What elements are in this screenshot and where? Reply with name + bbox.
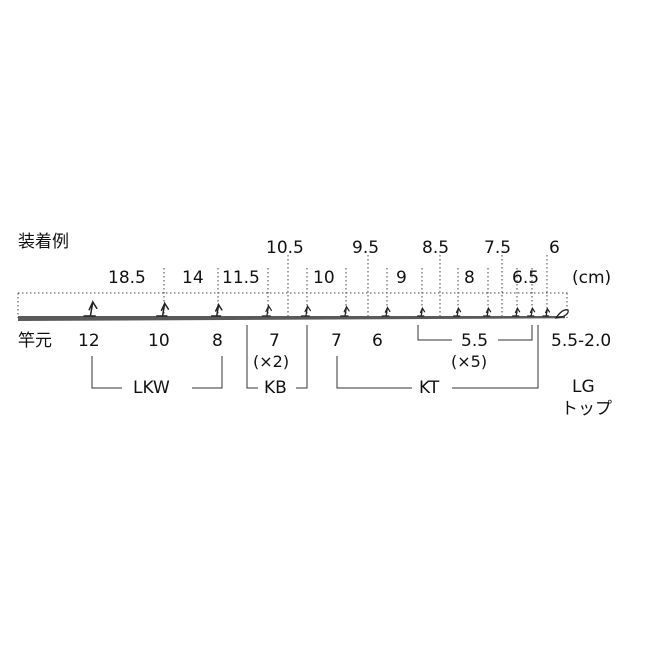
lkw-bracket <box>91 356 122 389</box>
kb-bracket <box>246 325 258 389</box>
group-lkw: LKW <box>133 378 170 398</box>
guide-size-4: 7 <box>269 331 280 351</box>
guide-frame <box>381 305 391 317</box>
kb-count: (×2) <box>253 352 289 371</box>
guide-frame <box>483 306 492 317</box>
guide-size-5: 7 <box>331 331 342 351</box>
kt-count: (×5) <box>451 352 487 371</box>
guide-frame <box>340 305 350 317</box>
dim-lower-1: 18.5 <box>108 268 146 288</box>
kt-sub-bracket <box>498 325 533 341</box>
dim-upper-3: 8.5 <box>422 238 449 258</box>
guide-frame <box>512 306 521 317</box>
dim-upper-1: 10.5 <box>266 238 304 258</box>
guide-frame <box>453 306 462 317</box>
guide-size-1: 12 <box>78 331 100 351</box>
guide-frame <box>542 307 551 317</box>
dim-upper-2: 9.5 <box>352 238 379 258</box>
dim-upper-5: 6 <box>549 238 560 258</box>
dim-lower-4: 10 <box>313 268 335 288</box>
group-kt: KT <box>419 378 440 398</box>
dim-lower-7: 6.5 <box>512 268 539 288</box>
tip-top-guide <box>554 309 569 319</box>
guide-size-6: 6 <box>372 331 383 351</box>
rod-blank <box>18 316 565 321</box>
dim-lower-3: 11.5 <box>222 268 260 288</box>
butt-label: 竿元 <box>18 331 52 351</box>
kt-bracket <box>336 356 412 389</box>
guide-size-8: 5.5-2.0 <box>551 331 611 351</box>
guide-size-3: 8 <box>212 331 223 351</box>
lkw-bracket <box>192 356 223 389</box>
dim-upper-4: 7.5 <box>484 238 511 258</box>
dim-lower-5: 9 <box>396 268 407 288</box>
dimension-dividers <box>17 255 568 318</box>
kb-bracket <box>296 325 308 389</box>
rod-guides <box>83 299 551 317</box>
dim-lower-2: 14 <box>182 268 204 288</box>
guide-frame <box>210 302 223 317</box>
guide-frame <box>417 306 426 317</box>
group-kb: KB <box>264 378 287 398</box>
dim-lower-6: 8 <box>464 268 475 288</box>
guide-frame <box>261 304 273 317</box>
guide-frame <box>156 301 170 317</box>
unit-label: (cm) <box>572 268 611 288</box>
guide-frame <box>527 306 536 317</box>
guide-frame <box>300 304 311 317</box>
group-lg: LG <box>572 377 595 397</box>
group-lg-top: トップ <box>561 399 612 419</box>
kt-sub-bracket <box>417 325 452 341</box>
guide-size-2: 10 <box>148 331 170 351</box>
guide-frame <box>83 299 98 317</box>
kt-bracket <box>452 325 539 389</box>
group-brackets <box>91 325 539 389</box>
guide-size-7: 5.5 <box>461 331 488 351</box>
diagram-title: 装着例 <box>18 232 69 252</box>
